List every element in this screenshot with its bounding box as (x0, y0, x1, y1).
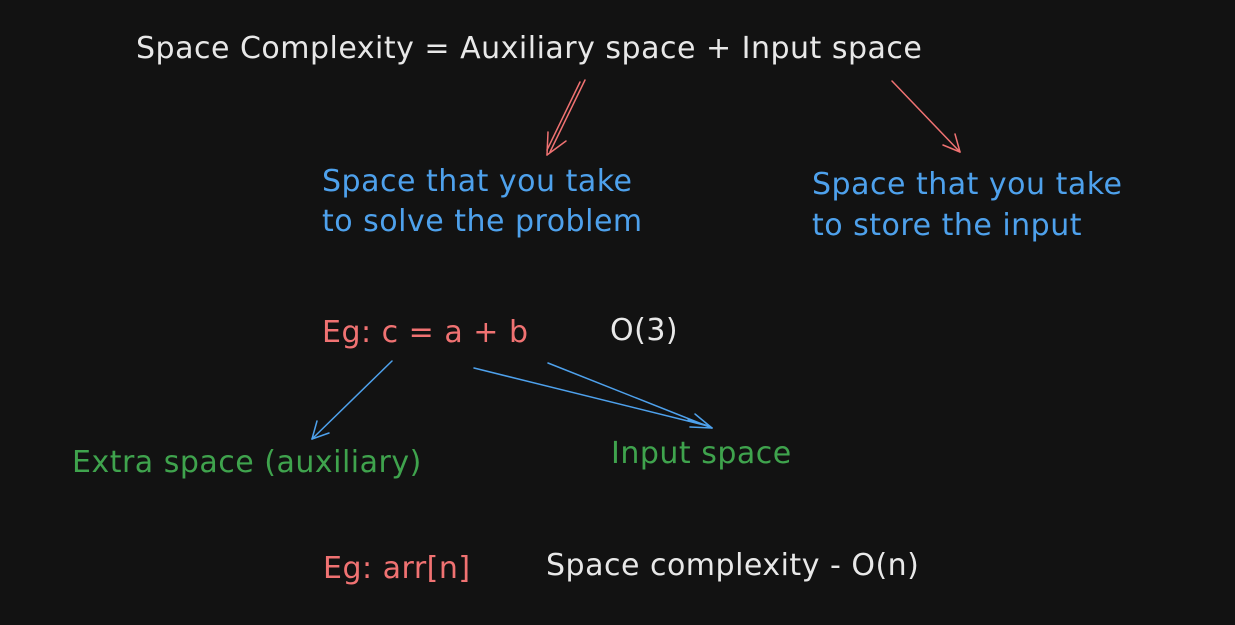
input-desc-line1: Space that you take (812, 167, 1123, 202)
formula-text: Space Complexity = Auxiliary space + Inp… (136, 31, 923, 66)
extra-space-label: Extra space (auxiliary) (72, 445, 422, 480)
arrow-input-to-desc (891, 80, 961, 153)
arrow-a-to-input-space (473, 367, 709, 427)
input-space-label: Input space (611, 436, 792, 471)
arrow-b-to-input-space (547, 362, 713, 429)
arrow-c-to-extra-space (311, 360, 393, 440)
example2-expression: Eg: arr[n] (323, 551, 471, 586)
example1-expression: Eg: c = a + b (322, 315, 529, 350)
example2-complexity: Space complexity - O(n) (546, 548, 920, 583)
aux-desc-line1: Space that you take (322, 164, 633, 199)
aux-desc-line2: to solve the problem (322, 204, 643, 239)
arrow-aux-to-desc (546, 79, 586, 156)
input-desc-line2: to store the input (812, 208, 1083, 243)
example1-complexity: O(3) (610, 313, 679, 348)
